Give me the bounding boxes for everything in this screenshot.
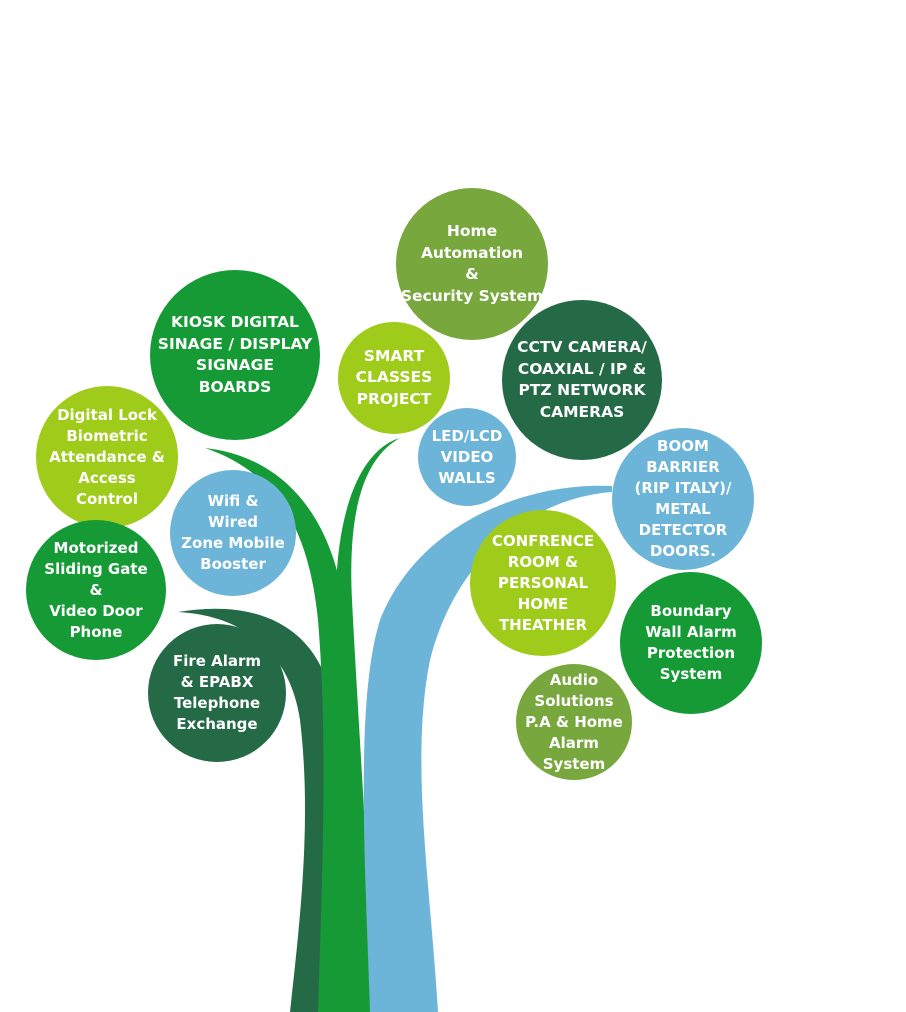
bubble-label: CCTV CAMERA/ COAXIAL / IP & PTZ NETWORK … xyxy=(517,338,647,421)
bubble-fire-alarm-epabx: Fire Alarm & EPABX Telephone Exchange xyxy=(148,624,286,762)
bubble-label: Motorized Sliding Gate & Video Door Phon… xyxy=(44,538,148,641)
bubble-digital-lock: Digital Lock Biometric Attendance & Acce… xyxy=(36,386,178,528)
bubble-label: Wifi & Wired Zone Mobile Booster xyxy=(181,492,285,573)
bubble-smart-classes: SMART CLASSES PROJECT xyxy=(338,322,450,434)
bubble-label: Boundary Wall Alarm Protection System xyxy=(645,602,737,683)
bubble-boom-barrier: BOOM BARRIER (RIP ITALY)/ METAL DETECTOR… xyxy=(612,428,754,570)
bubble-label: CONFRENCE ROOM & PERSONAL HOME THEATHER xyxy=(491,531,595,634)
trunk-branch-green-left xyxy=(205,448,362,1012)
trunk-branch-dark-green xyxy=(178,608,341,1012)
trunk-branch-green-right xyxy=(335,438,400,1012)
bubble-wifi-booster: Wifi & Wired Zone Mobile Booster xyxy=(170,470,296,596)
bubble-boundary-wall-alarm: Boundary Wall Alarm Protection System xyxy=(620,572,762,714)
bubble-label: LED/LCD VIDEO WALLS xyxy=(431,426,503,487)
bubble-label: Digital Lock Biometric Attendance & Acce… xyxy=(49,405,165,508)
bubble-label: Home Automation & Security System xyxy=(400,222,544,305)
bubble-cctv-camera: CCTV CAMERA/ COAXIAL / IP & PTZ NETWORK … xyxy=(502,300,662,460)
bubble-audio-solutions: Audio Solutions P.A & Home Alarm System xyxy=(516,664,632,780)
bubble-label: BOOM BARRIER (RIP ITALY)/ METAL DETECTOR… xyxy=(634,437,732,560)
bubble-label: Fire Alarm & EPABX Telephone Exchange xyxy=(172,652,262,733)
bubble-conference-room: CONFRENCE ROOM & PERSONAL HOME THEATHER xyxy=(470,510,616,656)
bubble-label: KIOSK DIGITAL SINAGE / DISPLAY SIGNAGE B… xyxy=(157,313,313,396)
bubble-motorized-gate: Motorized Sliding Gate & Video Door Phon… xyxy=(26,520,166,660)
trunk-branch-blue xyxy=(363,485,612,1012)
bubble-home-automation: Home Automation & Security System xyxy=(396,188,548,340)
bubble-label: Audio Solutions P.A & Home Alarm System xyxy=(525,670,623,773)
bubble-label: SMART CLASSES PROJECT xyxy=(355,346,433,408)
bubble-kiosk-digital-signage: KIOSK DIGITAL SINAGE / DISPLAY SIGNAGE B… xyxy=(150,270,320,440)
bubble-led-lcd-video-walls: LED/LCD VIDEO WALLS xyxy=(418,408,516,506)
